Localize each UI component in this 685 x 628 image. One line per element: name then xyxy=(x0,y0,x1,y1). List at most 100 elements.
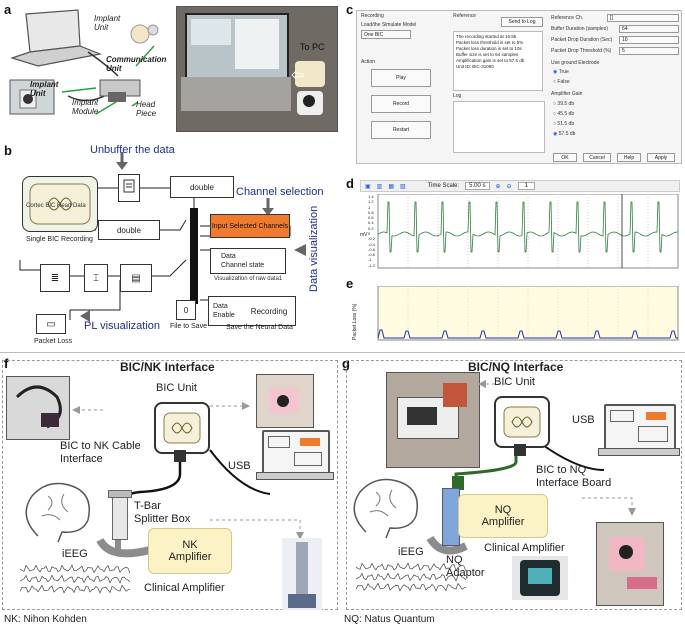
tbar-label: T-Bar Splitter Box xyxy=(134,500,191,525)
nq-board-label: BIC to NQ Interface Board xyxy=(536,464,612,489)
panel-label-g: g xyxy=(342,356,350,371)
sum-icon: ⌶ xyxy=(93,272,99,284)
ref-ch-input[interactable]: [] xyxy=(607,14,679,22)
toolbar-icon[interactable]: ▦ xyxy=(388,183,395,190)
eeg-ytick: -1 xyxy=(368,257,372,263)
panel-label-b: b xyxy=(4,143,12,158)
panel-label-e: e xyxy=(346,276,354,291)
eeg-ytick: 1 xyxy=(368,204,371,210)
log-line: Amplification gain is set to 57.5 db xyxy=(456,58,525,63)
unbuffer-label: Unbuffer the data xyxy=(90,144,175,156)
implant-module-label: Implant Module xyxy=(72,98,99,116)
zoom-in-icon[interactable]: ⊕ xyxy=(495,183,501,190)
implant-unit-label: Implant Unit xyxy=(94,14,121,32)
toolbar-icon[interactable]: ▧ xyxy=(400,183,406,190)
ref-ch-label: Reference Ch. xyxy=(551,15,584,21)
eeg-signal-line xyxy=(377,201,679,253)
save-neural-label: Save the Neural Data xyxy=(226,324,293,331)
table-icon: ▤ xyxy=(131,272,141,284)
cortec-read-block[interactable] xyxy=(22,176,98,232)
bic-unit-icon-g xyxy=(494,396,550,448)
zoom-out-icon[interactable]: ⊖ xyxy=(506,183,512,190)
eeg-ytick: -0.4 xyxy=(368,241,375,247)
eeg-ytick: 1.2 xyxy=(368,199,374,205)
recording-block[interactable]: Data Enable Recording xyxy=(208,296,296,326)
brain-chip-icon xyxy=(29,183,91,225)
pd-dur-input[interactable]: 10 xyxy=(619,36,679,44)
pd-thr-label: Packet Drop Threshold (%) xyxy=(551,48,612,54)
brain-icon-g xyxy=(346,472,426,547)
panel-label-f: f xyxy=(4,356,9,371)
panel-label-c: c xyxy=(346,2,354,17)
buffer-icon: ≣ xyxy=(50,272,60,284)
apply-button[interactable]: Apply xyxy=(647,153,675,162)
buffer-block[interactable]: ≣ xyxy=(40,264,70,292)
bic-select[interactable]: One BIC xyxy=(361,30,411,39)
help-button[interactable]: Help xyxy=(617,153,641,162)
panel-a-illustration xyxy=(9,9,159,115)
restart-button[interactable]: Restart xyxy=(371,121,431,139)
nq-amplifier-box: NQ Amplifier xyxy=(458,494,548,538)
play-button[interactable]: Play xyxy=(371,69,431,87)
setup-photo: ⇦ xyxy=(176,6,338,132)
laptop-icon-f xyxy=(256,430,334,480)
channel-selector-block[interactable]: Input Selected Channels xyxy=(210,214,290,238)
double-block-1[interactable]: double xyxy=(170,176,234,198)
record-button[interactable]: Record xyxy=(371,95,431,113)
toolbar-icon[interactable]: ▣ xyxy=(365,183,371,190)
nk-amplifier-box: NK Amplifier xyxy=(148,528,232,574)
pd-thr-input[interactable]: 5 xyxy=(619,47,679,55)
packet-loss-line xyxy=(377,329,678,339)
double-block-2[interactable]: double xyxy=(98,220,160,240)
rec-data-label: Data xyxy=(213,303,228,310)
head-piece-label: Head Piece xyxy=(136,100,157,118)
gain-radio-4[interactable]: ◉ 57.5 db xyxy=(553,131,576,137)
nq-adaptor-photo xyxy=(512,556,568,600)
gain-radio-1[interactable]: ○ 39.5 db xyxy=(553,101,575,107)
panel-g-frame xyxy=(346,360,682,610)
unbuffer-block[interactable] xyxy=(118,174,140,202)
to-pc-label: To PC xyxy=(300,42,325,52)
ok-button[interactable]: OK xyxy=(553,153,577,162)
log-text-area: The recording started at 16:55 Packet lo… xyxy=(453,31,543,91)
nq-adaptor-label: NQ Adaptor xyxy=(446,554,485,579)
cancel-button[interactable]: Cancel xyxy=(583,153,611,162)
packet-loss-scope[interactable]: ▭ xyxy=(36,314,66,334)
channel-selection-label: Channel selection xyxy=(236,186,324,198)
log-line: Buffer size is set to 64 samples xyxy=(456,52,519,57)
nq-board-photo xyxy=(596,522,664,606)
true-radio[interactable]: ◉ True xyxy=(553,69,569,75)
bic-unit-icon xyxy=(154,402,210,454)
gain-radio-2[interactable]: ○ 45.5 db xyxy=(553,111,575,117)
vis-raw-label: Visualization of raw data1 xyxy=(214,276,283,282)
packet-loss-label: Packet Loss xyxy=(34,338,73,345)
file-to-save-label: File to Save xyxy=(170,323,207,330)
cable-photo xyxy=(6,376,70,440)
eeg-ytick: 0.8 xyxy=(368,209,374,215)
buffer-dur-label: Buffer Duration (samples) xyxy=(551,26,608,32)
bic-connector-icon xyxy=(174,450,186,462)
amp-gain-label: Amplifier Gain xyxy=(551,91,583,97)
eeg-ytick: -1.2 xyxy=(368,262,375,268)
pl-ylabel: Packet Loss (%) xyxy=(352,303,358,340)
visualization-block[interactable]: Data Channel state xyxy=(210,248,286,274)
tbar-splitter-icon xyxy=(112,494,128,540)
constant-zero-block[interactable]: 0 xyxy=(176,300,196,320)
bic-unit-label-g: BIC Unit xyxy=(494,376,535,388)
toolbar-icon[interactable]: ▥ xyxy=(376,183,383,190)
false-radio[interactable]: ○ False xyxy=(553,79,570,85)
timescale-input[interactable]: 5.00 s xyxy=(465,182,490,190)
packet-loss-plot xyxy=(377,286,679,341)
buffer-dur-input[interactable]: 64 xyxy=(619,25,679,33)
gain-radio-3[interactable]: ○ 51.5 db xyxy=(553,121,575,127)
sum-block[interactable]: ⌶ xyxy=(84,264,108,292)
send-to-log-button[interactable]: Send to Log xyxy=(501,17,543,27)
arrow-left-icon xyxy=(294,244,306,256)
cable-interface-label: BIC to NK Cable Interface xyxy=(60,440,141,465)
use-ground-label: Use ground Electrode xyxy=(551,60,600,66)
pl-compute-block[interactable]: ▤ xyxy=(120,264,152,292)
eeg-ytick: 0.6 xyxy=(368,215,374,221)
page-input[interactable]: 1 xyxy=(517,182,535,190)
timescale-label: Time Scale: xyxy=(427,183,460,189)
